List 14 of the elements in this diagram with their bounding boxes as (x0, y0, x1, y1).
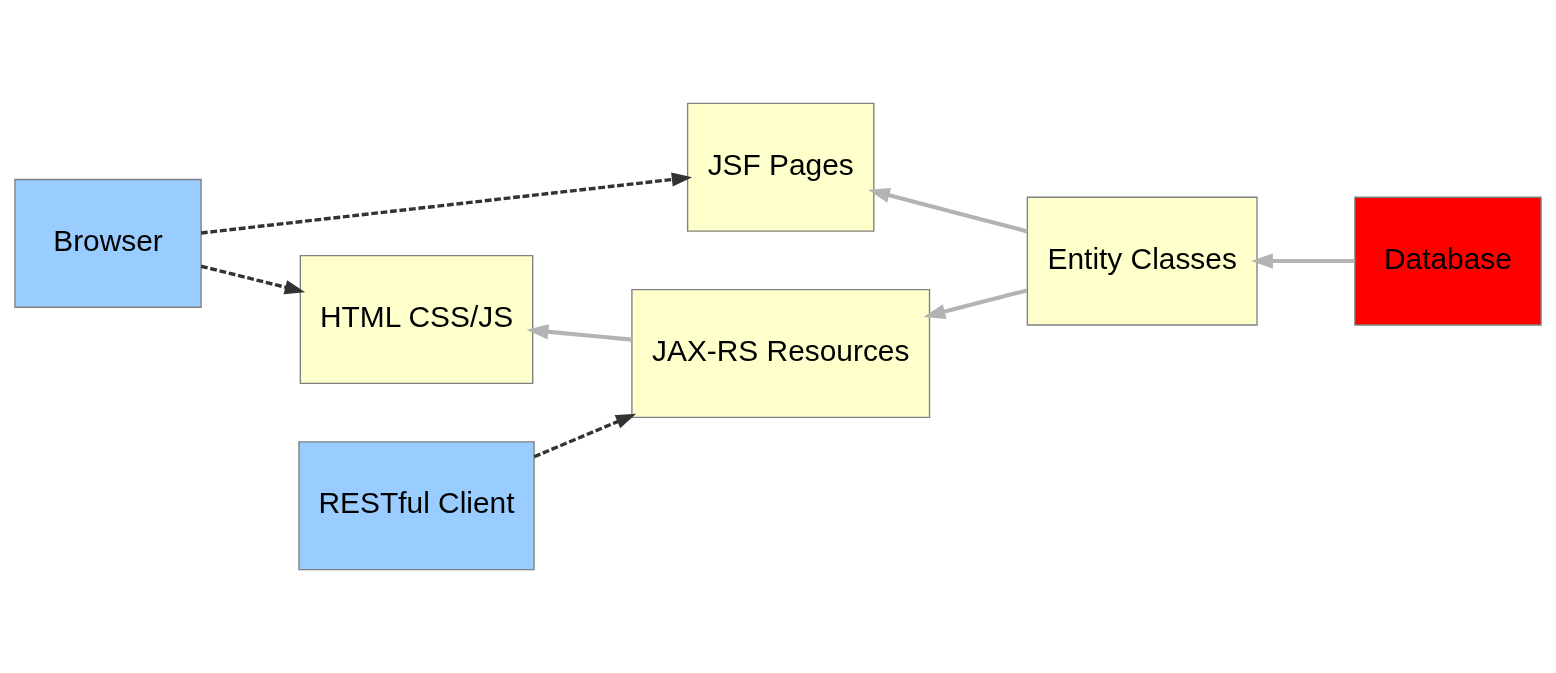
arrow (533, 413, 637, 459)
arrow (526, 324, 632, 342)
node-box: Database (1354, 196, 1542, 326)
node-box: Browser (14, 178, 202, 308)
arrow (868, 187, 1028, 234)
node-box: JAX-RS Resources (631, 288, 931, 419)
arrow (200, 264, 306, 295)
arrow (923, 288, 1028, 319)
arrow (1251, 253, 1355, 269)
node-box: HTML CSS/JS (299, 254, 534, 385)
node-box: RESTful Client (298, 441, 535, 571)
node-box: JSF Pages (686, 102, 875, 232)
arrow (200, 172, 693, 235)
node-box: Entity Classes (1026, 196, 1258, 326)
